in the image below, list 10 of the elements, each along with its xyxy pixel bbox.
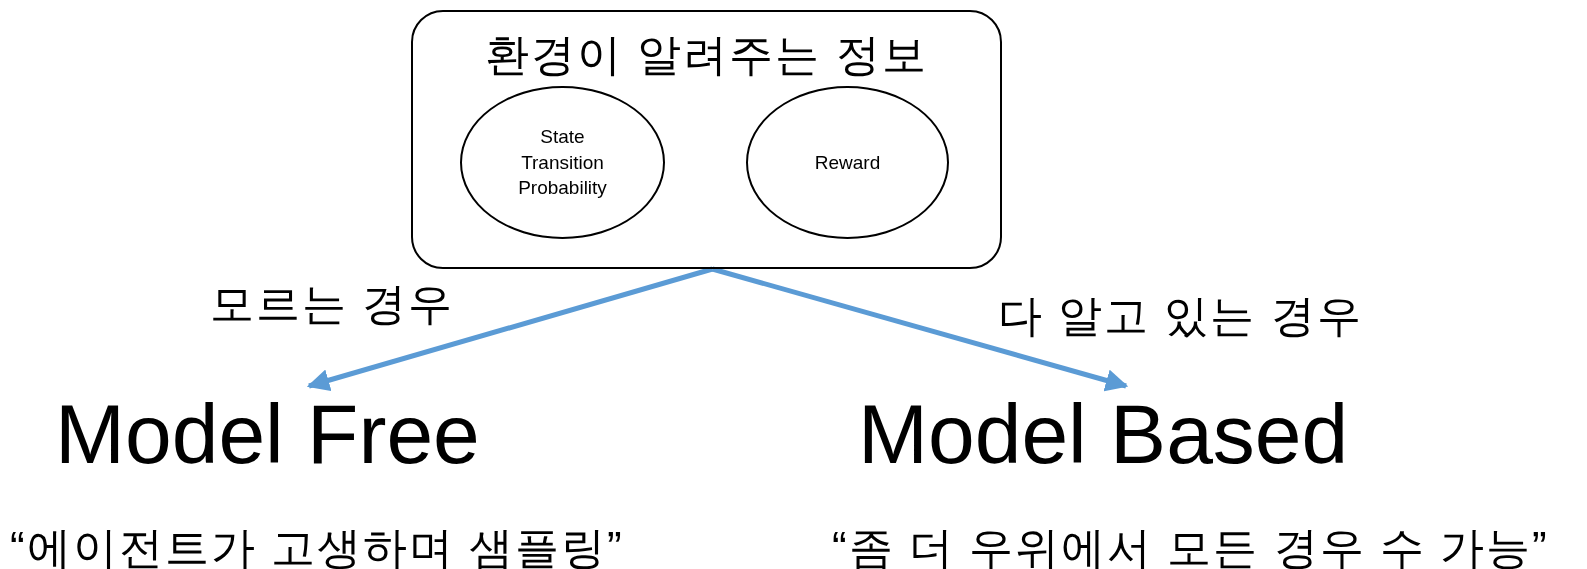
quote-caption: “에이전트가 고생하며 샘플링” <box>10 526 624 569</box>
model-title: Model Based <box>858 392 1349 476</box>
rounded-box <box>411 10 1002 269</box>
quote-caption: “좀 더 우위에서 모든 경우 수 가능” <box>832 526 1549 569</box>
model-title: Model Free <box>55 392 480 476</box>
ellipse-node: Reward <box>746 86 949 239</box>
arrow <box>306 266 714 392</box>
box-heading: 환경이 알려주는 정보 <box>484 29 929 81</box>
ellipse-node: State Transition Probability <box>460 86 665 239</box>
arrow <box>711 266 1129 392</box>
